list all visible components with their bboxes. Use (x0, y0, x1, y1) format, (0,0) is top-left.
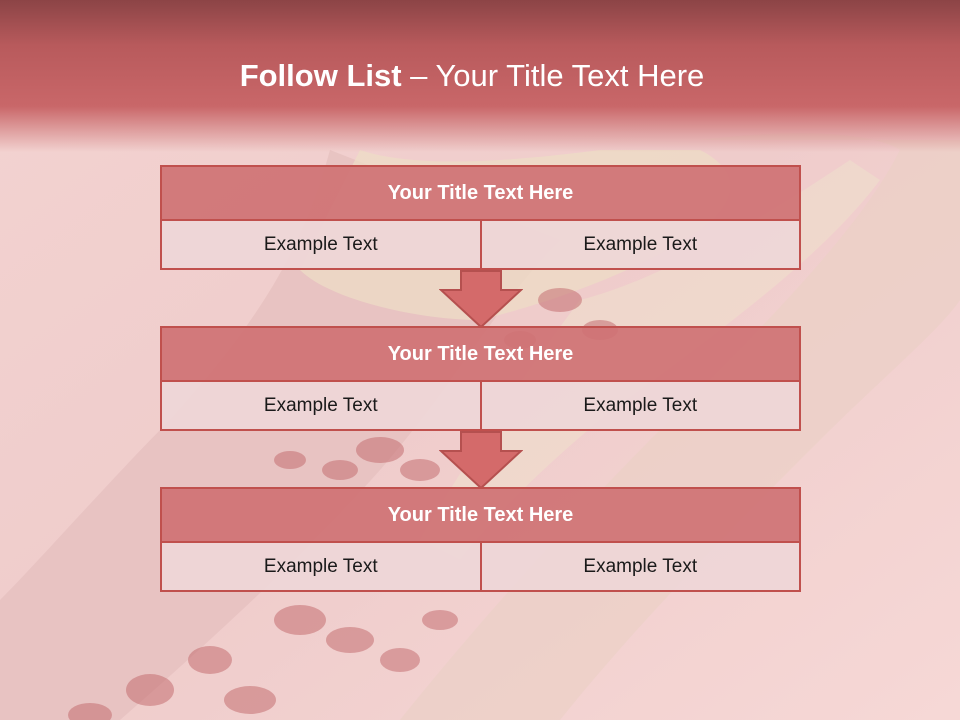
step-row: Example Text Example Text (160, 221, 801, 270)
step-cell-right: Example Text (481, 221, 801, 270)
step-cell-left: Example Text (160, 382, 482, 431)
down-arrow-icon (439, 431, 523, 489)
step-block-3: Your Title Text Here Example Text Exampl… (160, 487, 801, 592)
slide-title: Follow List – Your Title Text Here (0, 56, 944, 96)
step-row: Example Text Example Text (160, 543, 801, 592)
step-title: Your Title Text Here (160, 487, 801, 543)
down-arrow-icon (439, 270, 523, 328)
slide-title-bold: Follow List (239, 58, 402, 93)
header-band (0, 0, 960, 152)
slide-title-rest: – Your Title Text Here (401, 58, 705, 93)
step-cell-left: Example Text (160, 221, 482, 270)
step-cell-right: Example Text (481, 543, 801, 592)
step-title: Your Title Text Here (160, 326, 801, 382)
step-block-1: Your Title Text Here Example Text Exampl… (160, 165, 801, 270)
step-cell-right: Example Text (481, 382, 801, 431)
step-cell-left: Example Text (160, 543, 482, 592)
step-row: Example Text Example Text (160, 382, 801, 431)
step-title: Your Title Text Here (160, 165, 801, 221)
step-block-2: Your Title Text Here Example Text Exampl… (160, 326, 801, 431)
